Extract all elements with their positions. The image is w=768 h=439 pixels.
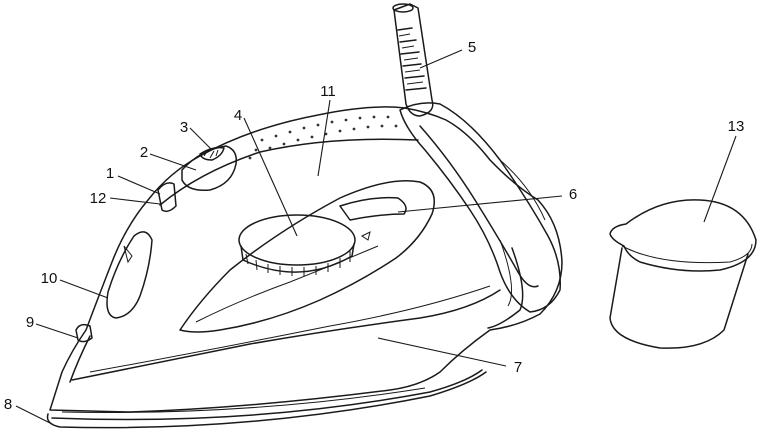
leader-lines (15, 49, 737, 425)
callout-2: 2 (140, 144, 148, 161)
rear-handle (399, 102, 561, 313)
callout-3: 3 (180, 119, 188, 136)
water-tank (75, 231, 153, 343)
callout-4: 4 (234, 107, 242, 124)
callout-8: 8 (4, 396, 12, 413)
callout-10: 10 (41, 270, 58, 287)
handle-opening (179, 179, 435, 333)
steam-selector (339, 196, 407, 221)
top-vent-dots (248, 115, 398, 160)
callout-1: 1 (106, 165, 114, 182)
callout-7: 7 (514, 359, 522, 376)
callout-9: 9 (26, 314, 34, 331)
temperature-dial (238, 214, 371, 276)
measuring-cup (609, 199, 757, 349)
callout-6: 6 (569, 186, 577, 203)
iron-body (49, 106, 563, 413)
callout-labels: 1 2 3 4 5 6 7 8 9 10 11 12 13 (4, 39, 745, 413)
callout-11: 11 (320, 83, 336, 100)
cord-protector (392, 3, 434, 117)
control-buttons (157, 145, 238, 213)
soleplate (46, 369, 487, 429)
callout-12: 12 (90, 190, 107, 207)
callout-5: 5 (468, 39, 476, 56)
callout-13: 13 (728, 118, 745, 135)
